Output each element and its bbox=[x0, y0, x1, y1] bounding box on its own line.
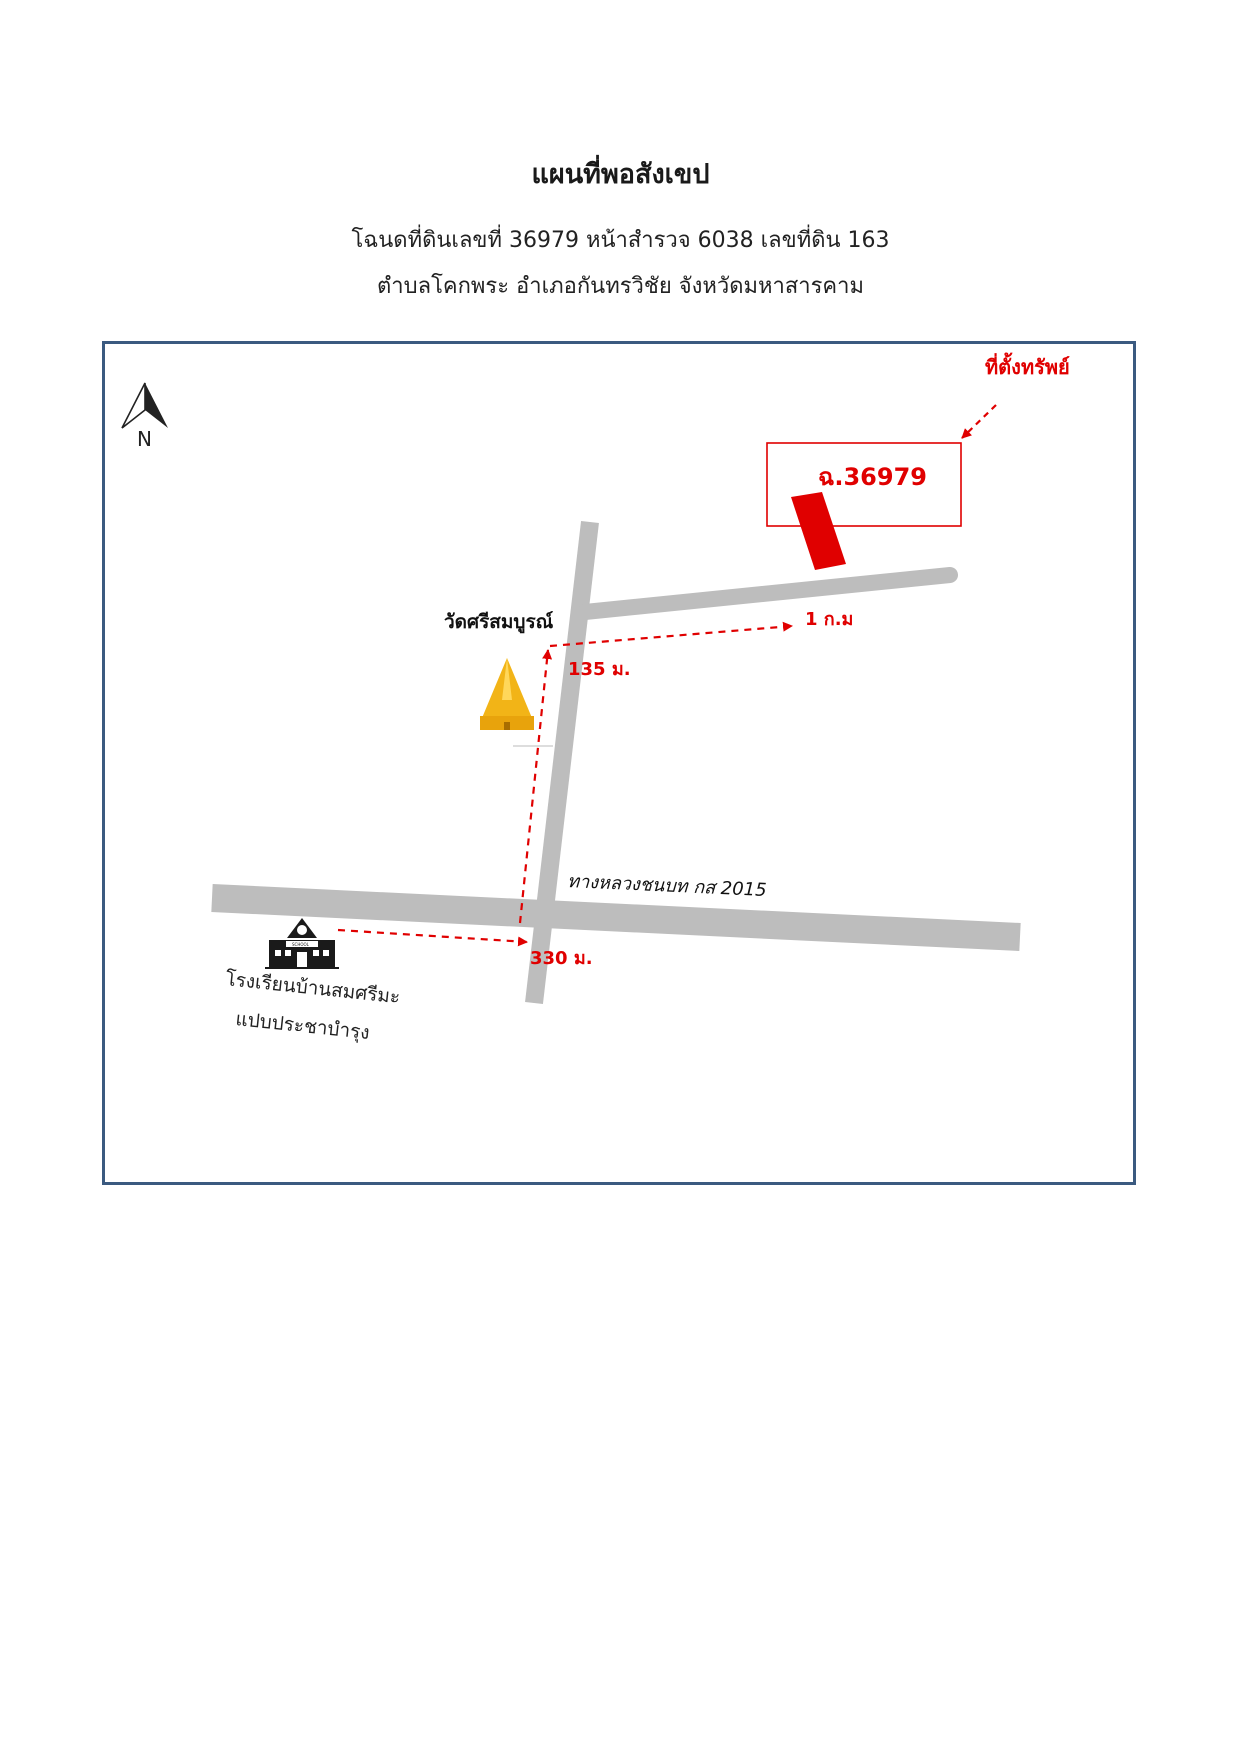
school-name-line2: แปบประชาบำรุง bbox=[234, 1008, 370, 1045]
deed-label: ฉ.36979 bbox=[818, 463, 927, 491]
main-road bbox=[211, 884, 1021, 951]
temple-name: วัดศรีสมบูรณ์ bbox=[444, 611, 554, 634]
route-arrow-330m bbox=[337, 928, 528, 947]
vertical-road bbox=[525, 520, 599, 1005]
distance-330m: 330 ม. bbox=[530, 948, 593, 969]
distance-135m: 135 ม. bbox=[568, 659, 631, 680]
route-arrow-1km bbox=[549, 621, 793, 648]
deed-info-line: โฉนดที่ดินเลขที่ 36979 หน้าสำรวจ 6038 เล… bbox=[351, 228, 890, 253]
school-name-line1: โรงเรียนบ้านสมศรีมะ bbox=[224, 967, 401, 1008]
page-title: แผนที่พอสังเขป bbox=[531, 159, 710, 190]
north-arrow-icon bbox=[121, 382, 168, 429]
map-frame bbox=[102, 341, 1136, 1185]
north-label: N bbox=[137, 427, 152, 451]
school-icon bbox=[265, 918, 339, 969]
property-pointer-arrow bbox=[961, 404, 997, 439]
road-name: ทางหลวงชนบท กส 2015 bbox=[567, 871, 767, 901]
route-arrow-to-branch bbox=[518, 649, 553, 924]
deed-label-box bbox=[766, 442, 962, 527]
land-parcel bbox=[791, 492, 846, 570]
location-info-line: ตำบลโคกพระ อำเภอกันทรวิชัย จังหวัดมหาสาร… bbox=[376, 274, 865, 299]
temple-icon bbox=[480, 658, 553, 747]
property-label: ที่ตั้งทรัพย์ bbox=[985, 352, 1070, 379]
branch-road bbox=[577, 567, 958, 620]
distance-1km: 1 ก.ม bbox=[805, 609, 853, 630]
school-sign: SCHOOL bbox=[292, 942, 310, 947]
